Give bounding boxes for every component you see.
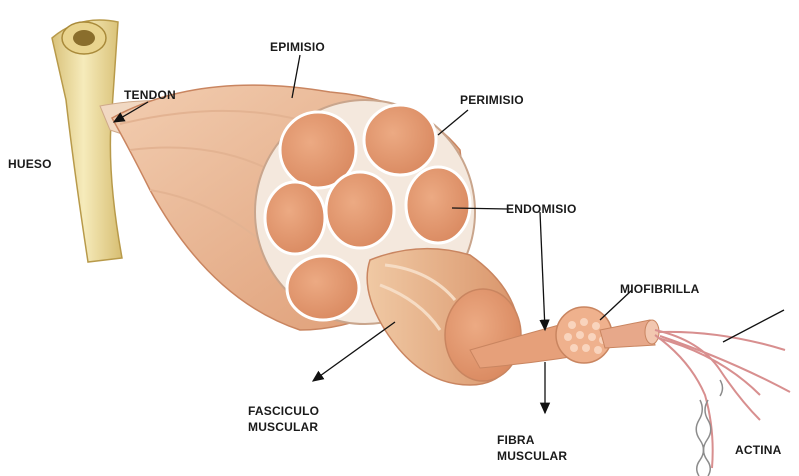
label-fibra-line1: FIBRA (497, 433, 535, 448)
label-miofibrilla: MIOFIBRILLA (620, 282, 700, 297)
bone (52, 20, 122, 262)
label-tendon: TENDON (124, 88, 176, 103)
label-actina: ACTINA (735, 443, 782, 458)
label-fasciculo-line2: MUSCULAR (248, 420, 318, 435)
actin-helix (696, 380, 722, 476)
pointer-perimisio (438, 110, 468, 135)
label-fibra-line2: MUSCULAR (497, 449, 567, 464)
pointer-endomisio-fibra (540, 212, 545, 330)
label-hueso: HUESO (8, 157, 52, 172)
label-fasciculo-line1: FASCICULO (248, 404, 319, 419)
label-perimisio: PERIMISIO (460, 93, 524, 108)
label-endomisio: ENDOMISIO (506, 202, 576, 217)
pointer-actina (723, 310, 784, 342)
pointer-fasciculo (313, 322, 395, 381)
label-epimisio: EPIMISIO (270, 40, 325, 55)
